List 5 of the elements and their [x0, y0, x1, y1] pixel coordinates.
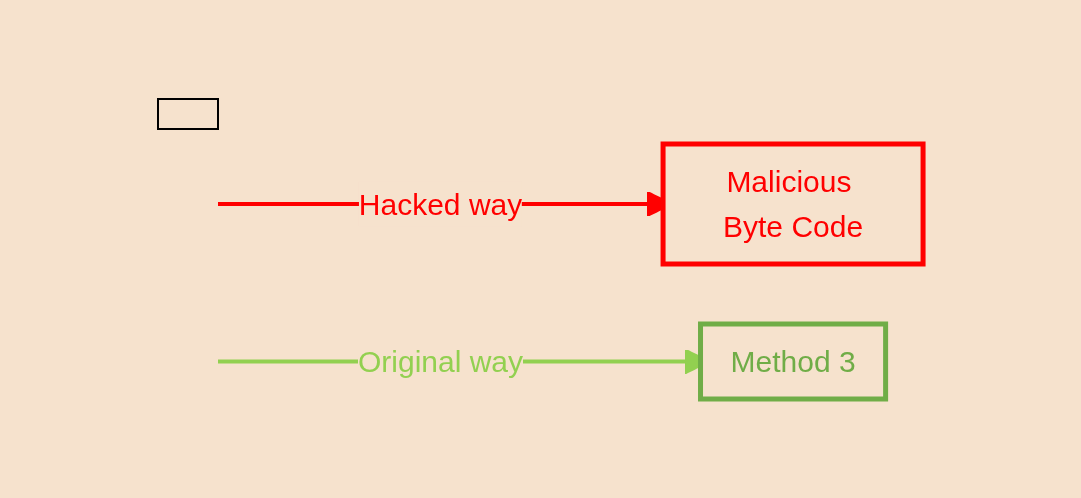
edge-label: Original way — [357, 345, 524, 378]
node-box — [156, 98, 219, 130]
node-box: Malicious Byte Code — [660, 141, 926, 267]
node-box: Method 3 — [698, 321, 889, 402]
edge-label: Hacked way — [358, 187, 523, 221]
